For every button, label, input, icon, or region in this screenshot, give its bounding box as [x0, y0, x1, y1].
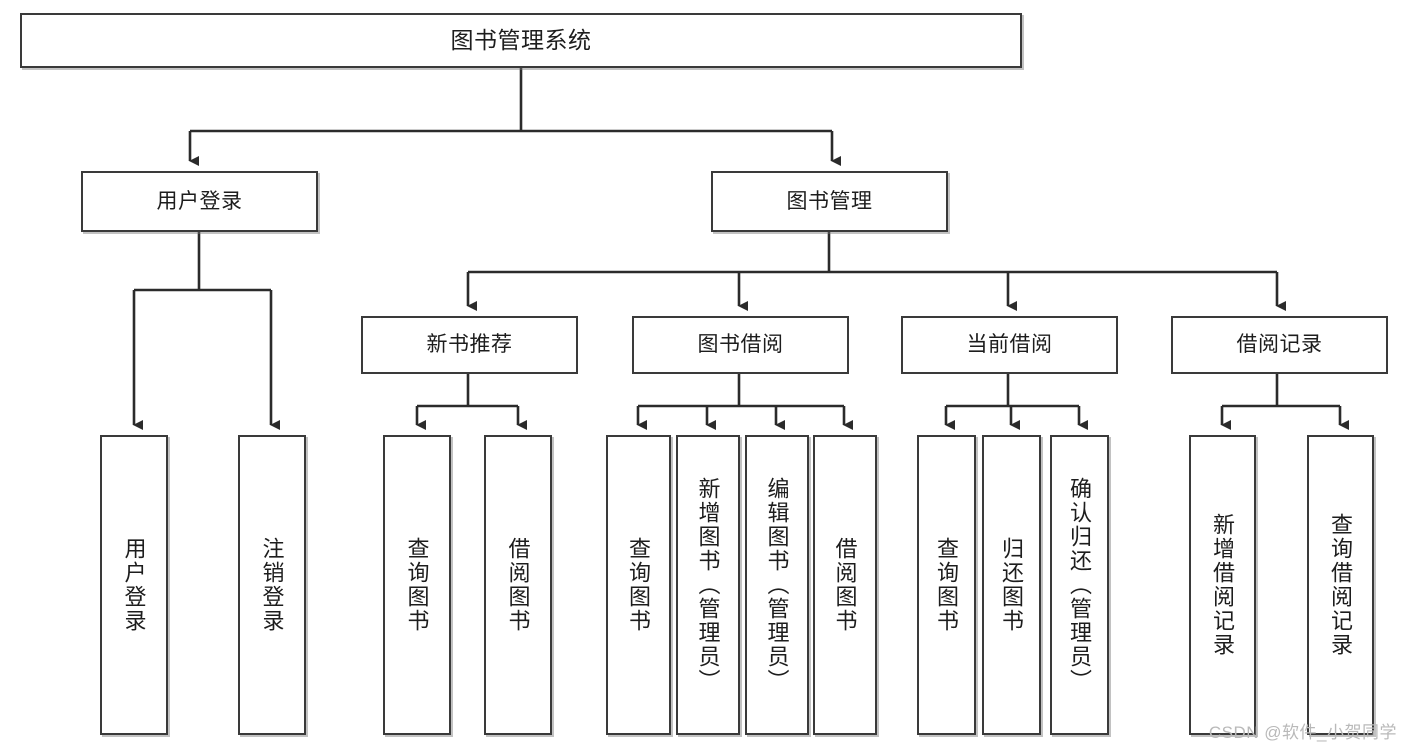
- leaf-book-borrow-add[interactable]: 新增图书（管理员）: [676, 435, 740, 735]
- leaf-current-borrow-return[interactable]: 归还图书: [982, 435, 1041, 735]
- leaf-user-login-logout[interactable]: 注销登录: [238, 435, 306, 735]
- node-label: 借阅记录: [1236, 333, 1323, 357]
- node-label: 新增借阅记录: [1210, 513, 1236, 657]
- leaf-current-borrow-query[interactable]: 查询图书: [917, 435, 976, 735]
- node-label: 归还图书: [999, 537, 1025, 633]
- node-borrow-records[interactable]: 借阅记录: [1171, 316, 1388, 374]
- node-label: 查询图书: [934, 537, 960, 633]
- leaf-book-borrow-query[interactable]: 查询图书: [606, 435, 671, 735]
- node-label: 编辑图书（管理员）: [764, 477, 790, 693]
- node-label: 当前借阅: [966, 333, 1053, 357]
- leaf-current-borrow-confirm[interactable]: 确认归还（管理员）: [1050, 435, 1109, 735]
- node-root-system[interactable]: 图书管理系统: [20, 13, 1022, 68]
- node-label: 查询图书: [404, 537, 430, 633]
- leaf-borrow-records-query[interactable]: 查询借阅记录: [1307, 435, 1374, 735]
- node-label: 查询图书: [626, 537, 652, 633]
- node-book-borrow[interactable]: 图书借阅: [632, 316, 849, 374]
- node-label: 用户登录: [156, 189, 243, 213]
- node-label: 借阅图书: [832, 537, 858, 633]
- leaf-borrow-records-add[interactable]: 新增借阅记录: [1189, 435, 1256, 735]
- node-label: 确认归还（管理员）: [1067, 477, 1093, 693]
- node-label: 用户登录: [121, 537, 147, 633]
- node-current-borrow[interactable]: 当前借阅: [901, 316, 1118, 374]
- node-label: 借阅图书: [505, 537, 531, 633]
- node-new-book-recommend[interactable]: 新书推荐: [361, 316, 578, 374]
- node-label: 图书借阅: [697, 333, 784, 357]
- node-label: 新增图书（管理员）: [695, 477, 721, 693]
- node-label: 新书推荐: [426, 333, 513, 357]
- node-label: 图书管理系统: [450, 26, 592, 53]
- watermark: CSDN @软件_小贺同学: [1208, 723, 1397, 742]
- leaf-user-login-login[interactable]: 用户登录: [100, 435, 168, 735]
- leaf-new-book-borrow[interactable]: 借阅图书: [484, 435, 552, 735]
- node-label: 注销登录: [259, 537, 285, 633]
- leaf-book-borrow-edit[interactable]: 编辑图书（管理员）: [745, 435, 809, 735]
- node-book-manage[interactable]: 图书管理: [711, 171, 948, 232]
- leaf-new-book-query[interactable]: 查询图书: [383, 435, 451, 735]
- node-user-login[interactable]: 用户登录: [81, 171, 318, 232]
- node-label: 图书管理: [786, 189, 873, 213]
- leaf-book-borrow-borrow[interactable]: 借阅图书: [813, 435, 877, 735]
- node-label: 查询借阅记录: [1328, 513, 1354, 657]
